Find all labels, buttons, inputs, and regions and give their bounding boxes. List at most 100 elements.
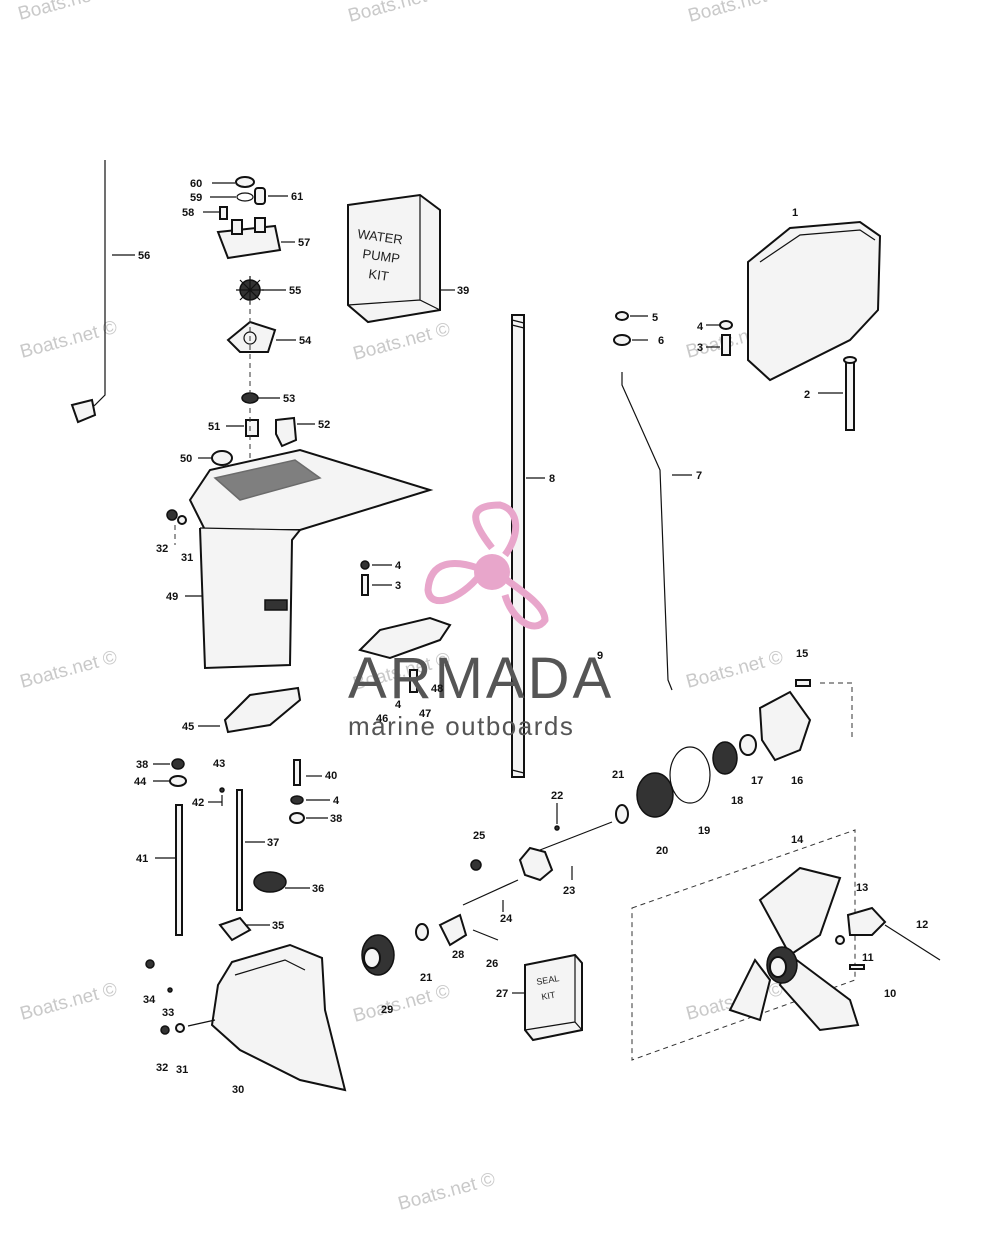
watermarks: Boats.net © Boats.net © Boats.net © Boat… — [16, 0, 788, 1215]
kit-label-line: SEAL — [536, 973, 560, 987]
driveshaft-housing-part — [166, 448, 434, 670]
callout-6: 6 — [658, 335, 664, 347]
propeller-logo-icon — [424, 501, 549, 630]
shift-rod-part — [70, 160, 135, 424]
callout-38: 38 — [330, 813, 342, 825]
callout-29: 29 — [381, 1004, 393, 1016]
callout-40: 40 — [325, 770, 337, 782]
callout-36: 36 — [312, 883, 324, 895]
callout-51: 51 — [208, 421, 220, 433]
logo-hub — [474, 554, 510, 590]
callout-45: 45 — [182, 721, 194, 733]
kit-label-line: KIT — [368, 266, 390, 284]
callout-56: 56 — [138, 250, 150, 262]
callout-46: 46 — [376, 713, 388, 725]
callout-21: 21 — [420, 972, 432, 984]
callout-4: 4 — [333, 795, 340, 807]
callout-17: 17 — [751, 775, 763, 787]
callout-48: 48 — [431, 683, 443, 695]
callout-13: 13 — [856, 882, 868, 894]
callout-11: 11 — [862, 952, 874, 964]
callout-8: 8 — [549, 473, 555, 485]
callout-21: 21 — [612, 769, 624, 781]
callout-61: 61 — [291, 191, 303, 203]
callout-27: 27 — [496, 988, 508, 1000]
callout-41: 41 — [136, 853, 148, 865]
callout-38: 38 — [136, 759, 148, 771]
kit-label-line: KIT — [541, 990, 557, 1002]
watermark: Boats.net © — [18, 317, 120, 363]
callout-26: 26 — [486, 958, 498, 970]
callout-31: 31 — [176, 1064, 188, 1076]
logo-wordmark: ARMADA — [348, 646, 614, 711]
callout-12: 12 — [916, 919, 928, 931]
callout-14: 14 — [791, 834, 804, 846]
water-pump-parts — [198, 176, 315, 470]
seal-kit-box: SEAL KIT — [512, 953, 583, 1042]
gasket-part — [223, 686, 302, 734]
callout-18: 18 — [731, 795, 743, 807]
callout-59: 59 — [190, 192, 202, 204]
propeller-parts — [631, 829, 941, 1061]
callout-24: 24 — [500, 913, 513, 925]
watermark: Boats.net © — [16, 0, 118, 25]
callout-60: 60 — [190, 178, 202, 190]
callout-30: 30 — [232, 1084, 244, 1096]
watermark: Boats.net © — [684, 647, 786, 693]
callout-4: 4 — [697, 321, 704, 333]
callout-58: 58 — [182, 207, 194, 219]
callout-52: 52 — [318, 419, 330, 431]
callout-7: 7 — [696, 470, 702, 482]
callout-16: 16 — [791, 775, 803, 787]
kit-label-line: WATER — [357, 226, 404, 247]
callout-49: 49 — [166, 591, 178, 603]
callout-42: 42 — [192, 797, 204, 809]
watermark: Boats.net © — [18, 979, 120, 1025]
callout-19: 19 — [698, 825, 710, 837]
callout-32: 32 — [156, 543, 168, 555]
armada-logo: ARMADA marine outboards — [348, 501, 614, 741]
exhaust-housing-part — [706, 220, 882, 431]
callout-57: 57 — [298, 237, 310, 249]
callout-1: 1 — [792, 207, 798, 219]
callout-39: 39 — [457, 285, 469, 297]
watermark: Boats.net © — [686, 0, 788, 27]
callout-47: 47 — [419, 708, 431, 720]
callout-3: 3 — [395, 580, 401, 592]
watermark: Boats.net © — [351, 981, 453, 1027]
plate-part — [358, 560, 452, 693]
callout-9: 9 — [597, 650, 603, 662]
callout-23: 23 — [563, 885, 575, 897]
callout-25: 25 — [473, 830, 485, 842]
callout-2: 2 — [804, 389, 810, 401]
water-pump-kit-box: WATER PUMP KIT — [347, 193, 455, 324]
callout-15: 15 — [796, 648, 808, 660]
logo-tagline: marine outboards — [348, 711, 574, 741]
gear-train-parts — [361, 679, 853, 976]
callout-5: 5 — [652, 312, 658, 324]
callout-20: 20 — [656, 845, 668, 857]
callout-22: 22 — [551, 790, 563, 802]
callout-34: 34 — [143, 994, 156, 1006]
callout-31: 31 — [181, 552, 193, 564]
gearcase-parts — [145, 758, 347, 1092]
callout-10: 10 — [884, 988, 896, 1000]
callout-4: 4 — [395, 699, 402, 711]
watermark: Boats.net © — [396, 1169, 498, 1215]
callout-55: 55 — [289, 285, 301, 297]
callout-labels: 1 2 3 4 5 6 7 8 9 10 11 12 13 14 15 16 1… — [134, 178, 928, 1096]
callout-35: 35 — [272, 920, 284, 932]
callout-50: 50 — [180, 453, 192, 465]
shift-shaft-part — [613, 311, 692, 691]
watermark: Boats.net © — [346, 0, 448, 27]
watermark: Boats.net © — [18, 647, 120, 693]
callout-28: 28 — [452, 949, 464, 961]
callout-4: 4 — [395, 560, 402, 572]
callout-33: 33 — [162, 1007, 174, 1019]
callout-37: 37 — [267, 837, 279, 849]
callout-44: 44 — [134, 776, 147, 788]
callout-53: 53 — [283, 393, 295, 405]
watermark: Boats.net © — [351, 319, 453, 365]
kit-label-line: PUMP — [362, 246, 401, 266]
